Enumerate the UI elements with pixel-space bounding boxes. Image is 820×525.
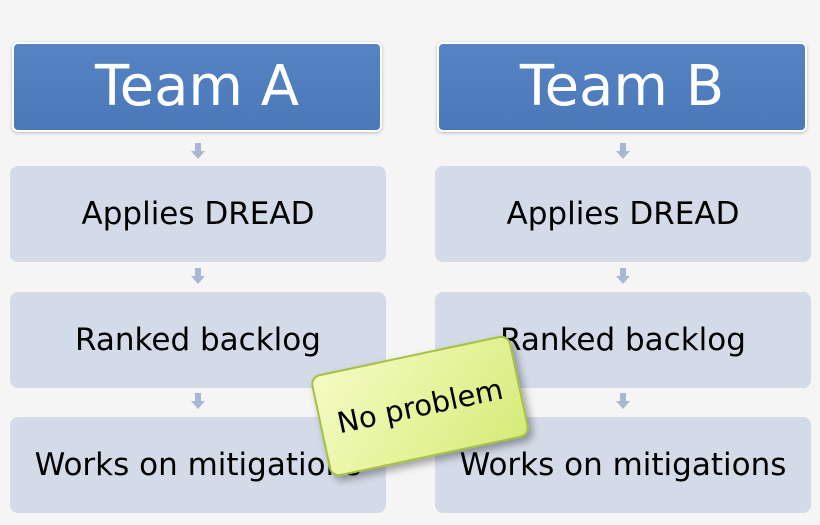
down-arrow-icon <box>616 143 630 159</box>
step-label: Ranked backlog <box>75 321 321 358</box>
step-label: Works on mitigations <box>459 446 787 483</box>
team-b-step-applies-dread: Applies DREAD <box>435 166 811 262</box>
step-label: Ranked backlog <box>500 321 746 358</box>
team-b-header: Team B <box>437 42 807 132</box>
team-b-column: Team B Applies DREAD Ranked backlog Work… <box>435 0 811 525</box>
step-label: Applies DREAD <box>81 195 315 232</box>
team-a-step-applies-dread: Applies DREAD <box>10 166 386 262</box>
team-a-header-label: Team A <box>94 54 300 119</box>
down-arrow-icon <box>191 143 205 159</box>
team-b-header-label: Team B <box>519 54 725 119</box>
down-arrow-icon <box>191 393 205 409</box>
team-a-step-ranked-backlog: Ranked backlog <box>10 292 386 388</box>
step-label: Works on mitigations <box>34 446 362 483</box>
down-arrow-icon <box>191 268 205 284</box>
sticky-note-label: No problem <box>333 371 507 441</box>
down-arrow-icon <box>616 393 630 409</box>
step-label: Applies DREAD <box>506 195 740 232</box>
down-arrow-icon <box>616 268 630 284</box>
team-a-header: Team A <box>12 42 382 132</box>
